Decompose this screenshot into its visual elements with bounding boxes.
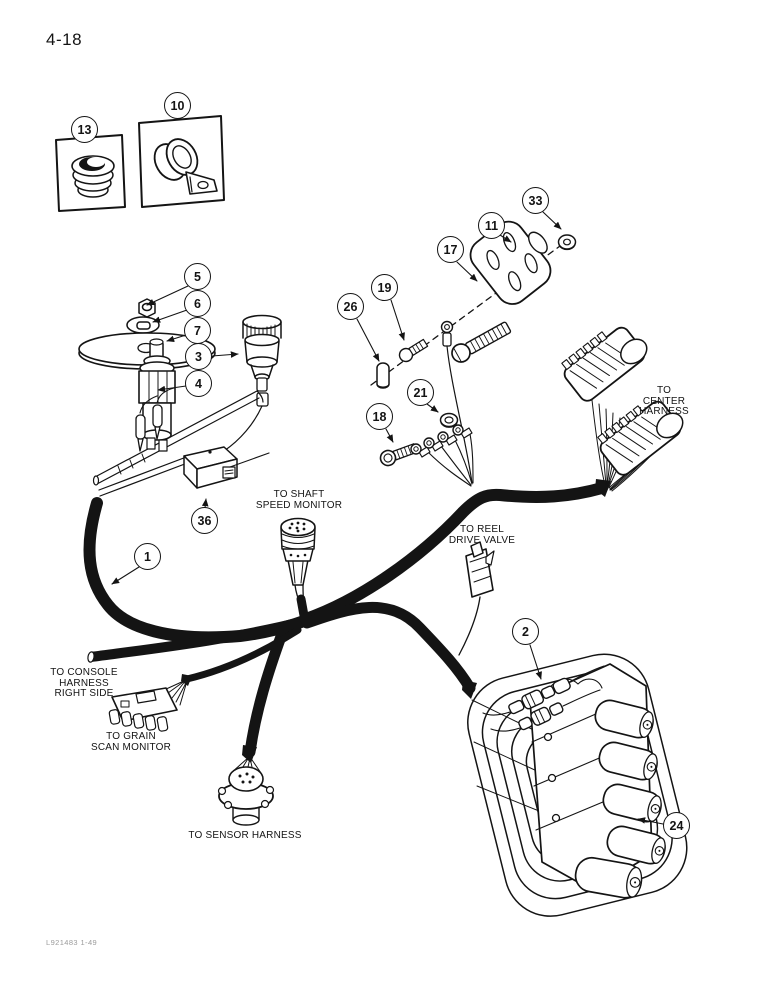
ring-terminal-group: [379, 412, 474, 487]
callout-24: 24: [663, 812, 690, 839]
washer-6-drawing: [126, 316, 160, 334]
label-reel-drive-valve: TO REEL DRIVE VALVE: [448, 524, 516, 546]
bolt-18-drawing: [379, 443, 418, 467]
callout-13: 13: [71, 116, 98, 143]
label-grain-scan-monitor: TO GRAIN SCAN MONITOR: [91, 731, 171, 753]
label-shaft-speed-monitor: TO SHAFT SPEED MONITOR: [255, 489, 343, 511]
bolt-19-drawing: [398, 338, 429, 363]
callout-6: 6: [184, 290, 211, 317]
callout-17: 17: [437, 236, 464, 263]
callout-10: 10: [164, 92, 191, 119]
wire-loom-drawing: [92, 390, 264, 497]
footer-code: L921483 1-49: [46, 938, 98, 947]
callout-4: 4: [185, 370, 212, 397]
callout-7: 7: [184, 317, 211, 344]
clamp-10-drawing: [138, 115, 225, 208]
center-harness-connectors: [561, 326, 684, 492]
reel-valve-connector-drawing: [458, 541, 495, 656]
callout-26: 26: [337, 293, 364, 320]
page-number: 4-18: [46, 30, 83, 49]
grommet-13-drawing: [55, 134, 126, 212]
pigtail-ring-wire: [440, 320, 473, 484]
nut-33-drawing: [557, 234, 577, 251]
callout-11: 11: [478, 212, 505, 239]
callout-21: 21: [407, 379, 434, 406]
inline-connectors-2: [482, 665, 605, 732]
bolt-17-drawing: [451, 321, 512, 363]
nut-21-drawing: [439, 412, 459, 428]
callout-33: 33: [522, 187, 549, 214]
shaft-speed-connector-drawing: [280, 517, 316, 606]
disc-7-drawing: [78, 332, 216, 370]
label-sensor-harness: TO SENSOR HARNESS: [188, 830, 302, 841]
callout-19: 19: [371, 274, 398, 301]
ring-terminals: [410, 424, 474, 487]
plate-11-drawing: [469, 220, 552, 305]
callout-18: 18: [366, 403, 393, 430]
callout-1: 1: [134, 543, 161, 570]
bullet-terminal-wires: [135, 387, 175, 452]
label-console-harness: TO CONSOLE HARNESS RIGHT SIDE: [50, 667, 118, 699]
sensor-connector-drawing: [217, 756, 275, 826]
callout-arrows: [111, 211, 664, 825]
callout-36: 36: [191, 507, 218, 534]
module-36-drawing: [183, 446, 270, 489]
callout-5: 5: [184, 263, 211, 290]
callout-3: 3: [185, 343, 212, 370]
sleeve-26-drawing: [376, 362, 390, 389]
console-connector-drawing: [108, 679, 188, 732]
main-harness: [83, 479, 611, 763]
label-center-harness: TO CENTER HARNESS: [639, 385, 689, 417]
solenoid-cylinders: [574, 699, 666, 899]
canister-3-drawing: [223, 314, 282, 452]
valve-assembly-drawing: [467, 653, 688, 917]
hardware-dashed-group: [370, 220, 577, 484]
callout-2: 2: [512, 618, 539, 645]
nut-5-drawing: [138, 298, 156, 318]
